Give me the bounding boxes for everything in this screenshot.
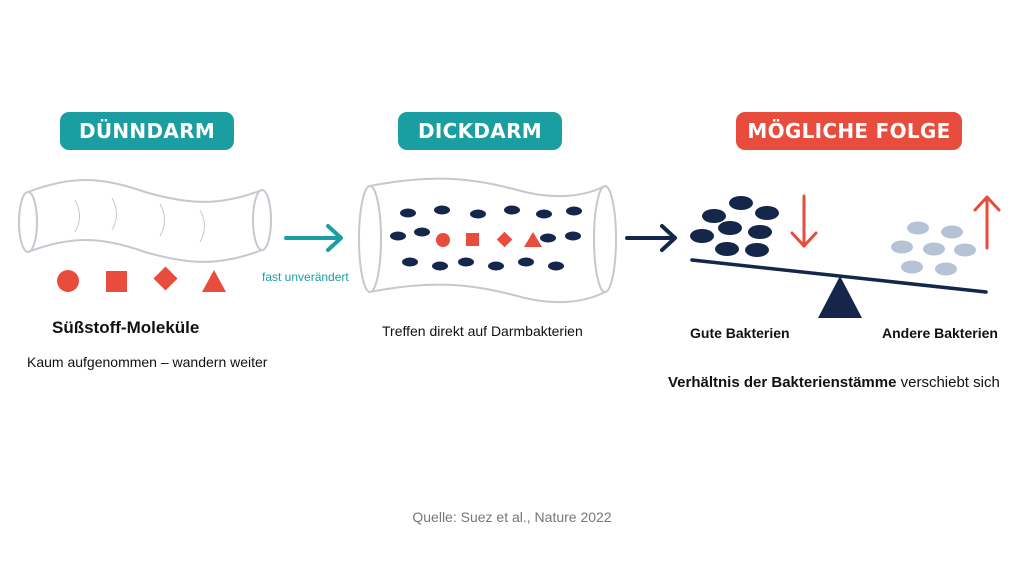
ratio-summary-rest: verschiebt sich bbox=[896, 374, 1000, 391]
section-title-duenndarm: DÜNNDARM bbox=[60, 112, 234, 150]
large-intestine-caption: Treffen direkt auf Darmbakterien bbox=[382, 323, 583, 339]
navy-arrow-icon bbox=[625, 224, 677, 252]
other-bacteria-label: Andere Bakterien bbox=[882, 325, 998, 341]
section-title-moegliche-folge: MÖGLICHE FOLGE bbox=[736, 112, 962, 150]
square-molecule-icon bbox=[466, 233, 479, 246]
circle-molecule-icon bbox=[57, 270, 79, 292]
arrow-up-icon bbox=[973, 195, 1001, 250]
diamond-molecule-icon bbox=[153, 266, 178, 291]
arrow-down-icon bbox=[790, 194, 818, 248]
section-title-dickdarm: DICKDARM bbox=[398, 112, 562, 150]
ratio-summary: Verhältnis der Bakterienstämme verschieb… bbox=[668, 374, 1000, 391]
triangle-molecule-icon bbox=[202, 270, 226, 292]
molecule-caption: Süßstoff-Moleküle bbox=[52, 318, 200, 337]
teal-arrow-icon bbox=[284, 224, 343, 252]
diamond-molecule-icon bbox=[496, 231, 513, 248]
arrow-label: fast unverändert bbox=[262, 270, 349, 284]
molecule-subcaption: Kaum aufgenommen – wandern weiter bbox=[27, 354, 268, 370]
seesaw-icon bbox=[690, 258, 988, 318]
ratio-summary-bold: Verhältnis der Bakterienstämme bbox=[668, 374, 897, 391]
square-molecule-icon bbox=[106, 271, 127, 292]
source-citation: Quelle: Suez et al., Nature 2022 bbox=[412, 509, 612, 525]
bacteria-cluster bbox=[390, 205, 582, 271]
small-intestine-tube bbox=[18, 179, 272, 263]
good-bacteria-cluster bbox=[690, 196, 779, 257]
large-intestine-tube bbox=[358, 177, 617, 304]
triangle-molecule-icon bbox=[524, 232, 542, 247]
good-bacteria-label: Gute Bakterien bbox=[690, 325, 790, 341]
circle-molecule-icon bbox=[436, 233, 450, 247]
other-bacteria-cluster bbox=[891, 221, 976, 276]
